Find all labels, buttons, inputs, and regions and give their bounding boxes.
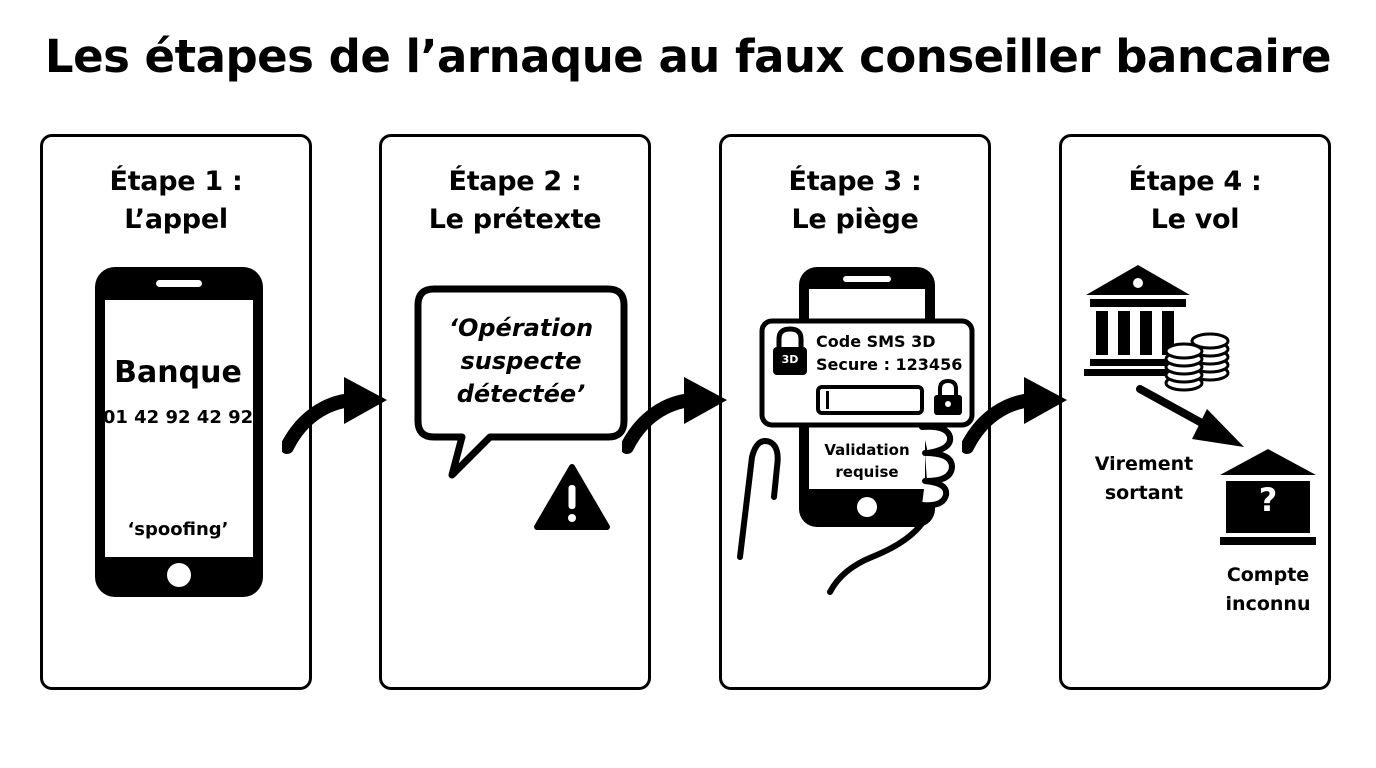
step-3-name: Le piège <box>791 204 919 235</box>
sms-line-2: Secure : 123456 <box>816 355 963 374</box>
padlock-icon <box>934 378 962 415</box>
step-1-panel: Étape 1 : L’appel Banque 01 42 92 42 92 … <box>40 134 312 690</box>
hand-holding-phone-icon <box>737 267 975 595</box>
step-2-panel: Étape 2 : Le prétexte ‘Opération suspect… <box>379 134 651 690</box>
warning-icon <box>534 464 610 530</box>
step-3-heading: Étape 3 : Le piège <box>722 163 988 239</box>
step-3-number: Étape 3 : <box>788 166 922 197</box>
unknown-bank-icon <box>1220 449 1316 545</box>
bank-icon <box>1084 265 1192 376</box>
transfer-arrow-icon <box>1136 385 1244 447</box>
bank-caller-label: Banque <box>114 355 242 390</box>
arrow-1-icon <box>282 377 387 454</box>
lock-icon <box>773 326 807 375</box>
unknown-account-label: Compte inconnu <box>1208 561 1328 619</box>
bubble-line-2: suspecte <box>460 347 582 375</box>
step-2-number: Étape 2 : <box>448 166 582 197</box>
coins-icon <box>1164 332 1230 392</box>
sms-code-text: Code SMS 3D Secure : 123456 <box>816 330 962 376</box>
step-2-name: Le prétexte <box>428 204 602 235</box>
step-1-name: L’appel <box>124 204 228 235</box>
phone-number: 01 42 92 42 92 <box>102 407 254 428</box>
step-3-panel: Étape 3 : Le piège 3D Code SMS 3D Secure… <box>719 134 991 690</box>
transfer-line-2: sortant <box>1104 482 1184 504</box>
bubble-line-1: ‘Opération <box>448 314 594 342</box>
step-4-name: Le vol <box>1150 204 1240 235</box>
transfer-line-1: Virement <box>1094 453 1194 475</box>
3d-secure-badge: 3D <box>781 353 799 366</box>
validation-line-2: requise <box>835 463 899 481</box>
sms-line-1: Code SMS 3D <box>816 332 936 351</box>
step-1-heading: Étape 1 : L’appel <box>43 163 309 239</box>
smartphone-icon <box>95 267 263 597</box>
step-1-number: Étape 1 : <box>109 166 243 197</box>
step-2-heading: Étape 2 : Le prétexte <box>382 163 648 239</box>
spoofing-label: ‘spoofing’ <box>127 519 229 540</box>
bubble-text: ‘Opération suspecte détectée’ <box>418 312 624 411</box>
step-4-panel: Étape 4 : Le vol Virement sor <box>1059 134 1331 690</box>
speech-bubble-icon <box>414 285 628 479</box>
account-line-2: inconnu <box>1225 593 1311 615</box>
unknown-symbol: ? <box>1258 481 1278 519</box>
step-4-number: Étape 4 : <box>1128 166 1262 197</box>
validation-line-1: Validation <box>824 441 910 459</box>
account-line-1: Compte <box>1226 564 1310 586</box>
arrow-3-icon <box>962 377 1067 454</box>
step-4-heading: Étape 4 : Le vol <box>1062 163 1328 239</box>
validation-label: Validation requise <box>809 439 925 483</box>
transfer-label: Virement sortant <box>1084 450 1204 508</box>
bubble-line-3: détectée’ <box>456 380 586 408</box>
arrow-2-icon <box>622 377 727 454</box>
page-title: Les étapes de l’arnaque au faux conseill… <box>44 30 1332 83</box>
